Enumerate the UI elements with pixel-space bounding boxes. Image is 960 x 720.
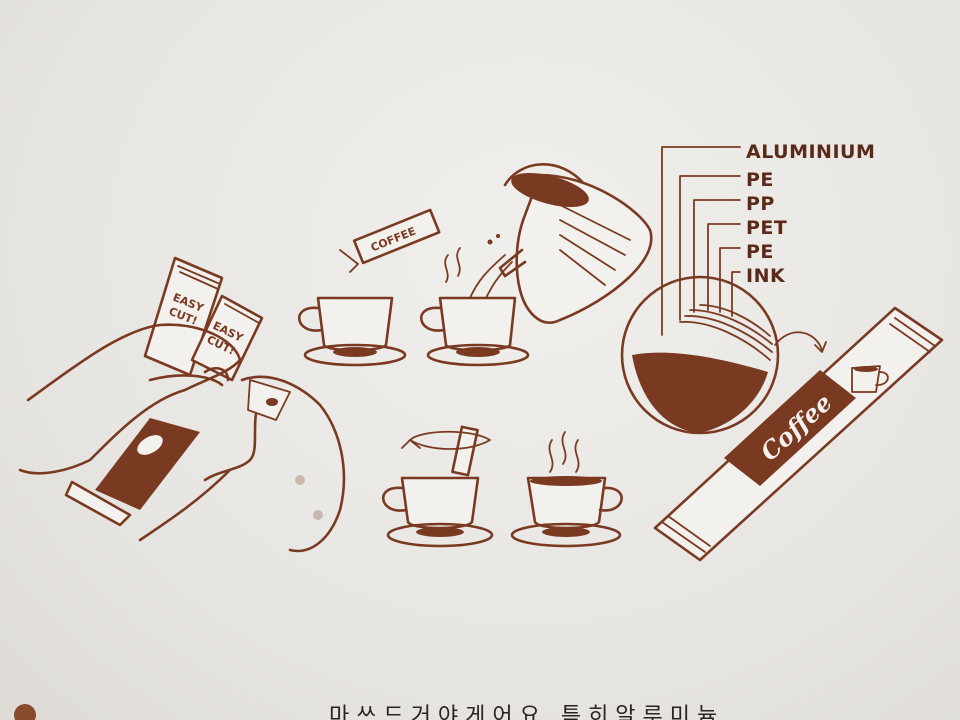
easy-cut-stick-2: EASY CUT! [190, 294, 264, 382]
layer-label-pp: PP [746, 193, 775, 215]
step-stir [382, 425, 494, 548]
coffee-stick-falling: COFFEE [352, 208, 441, 265]
footer-text: … 마 쓰 드 거 야 게 어 요 . 특 히 알 루 미 늄 [300, 704, 718, 720]
layer-label-aluminium: ALUMINIUM [746, 141, 875, 163]
kettle [498, 163, 653, 324]
layer-label-ink: INK [746, 265, 786, 287]
dark-stick [95, 418, 200, 510]
step-pour-powder: COFFEE [298, 208, 441, 367]
layer-magnifier [620, 146, 827, 435]
step-pour-water [420, 234, 530, 367]
hands-tearing-sticks: EASY CUT! EASY CUT! [18, 256, 346, 553]
layer-label-pe-2: PE [746, 241, 774, 263]
step-ready [510, 431, 623, 548]
layer-label-pet: PET [746, 217, 787, 239]
footer-bullet-icon [14, 704, 36, 720]
layer-label-pe: PE [746, 169, 774, 191]
easy-cut-stick-1: EASY CUT! [143, 256, 224, 377]
